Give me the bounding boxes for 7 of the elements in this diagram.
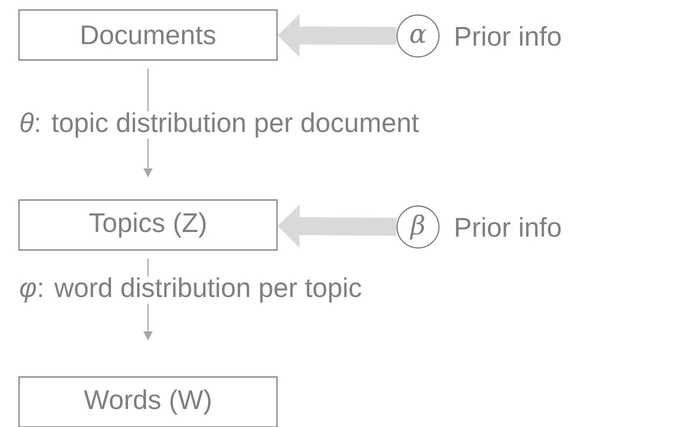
edge-label: φ: word distribution per topic xyxy=(18,276,363,304)
edge-label: θ: topic distribution per document xyxy=(18,111,420,139)
process-box: Documents xyxy=(18,9,278,61)
caption-text: Prior info xyxy=(456,217,561,237)
process-box: Words (W) xyxy=(18,376,278,427)
caption-text: Prior info xyxy=(456,26,561,46)
process-box: Topics (Z) xyxy=(18,199,278,251)
